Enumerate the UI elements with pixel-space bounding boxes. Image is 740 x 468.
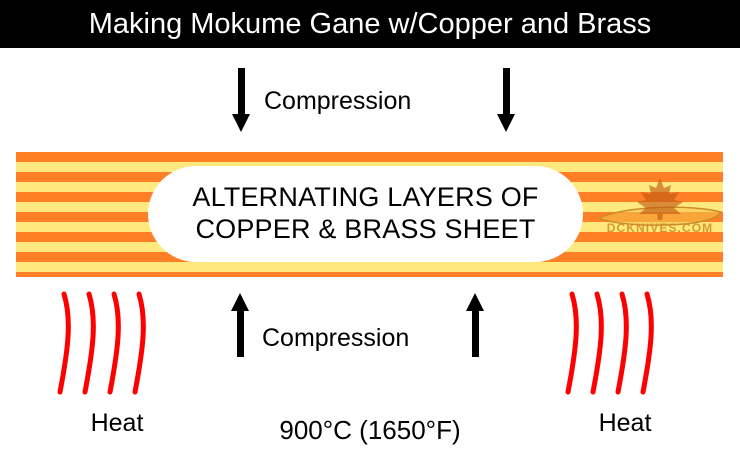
heat-flames-icon [57,291,146,395]
arrow-head [466,293,484,311]
arrow-shaft [472,309,479,357]
billet-stripe [16,272,723,277]
arrow-down-icon [497,68,516,134]
arrow-head [231,293,249,311]
callout-pill: ALTERNATING LAYERS OF COPPER & BRASS SHE… [148,166,583,262]
callout-line-2: COPPER & BRASS SHEET [195,214,536,244]
heat-flames-icon [565,291,654,395]
page-title: Making Mokume Gane w/Copper and Brass [88,7,652,40]
heat-group-left: Heat [52,288,182,436]
arrow-down-icon [232,68,251,134]
arrow-head [497,114,515,132]
callout-line-1: ALTERNATING LAYERS OF [192,182,539,213]
arrow-up-icon [466,291,485,357]
arrow-shaft [503,68,510,116]
arrow-up-icon [231,291,250,357]
title-banner: Making Mokume Gane w/Copper and Brass [0,0,740,48]
heat-label-right: Heat [598,409,652,437]
temperature-label: 900°C (1650°F) [279,415,461,445]
billet-stripe [16,152,723,162]
arrow-shaft [237,309,244,357]
heat-label-left: Heat [90,409,144,437]
arrow-head [232,114,250,132]
compression-label-bottom: Compression [262,324,410,352]
arrow-shaft [238,68,245,116]
heat-group-right: Heat [560,288,690,436]
compression-label-top: Compression [264,87,412,115]
billet-stripe [16,262,723,272]
